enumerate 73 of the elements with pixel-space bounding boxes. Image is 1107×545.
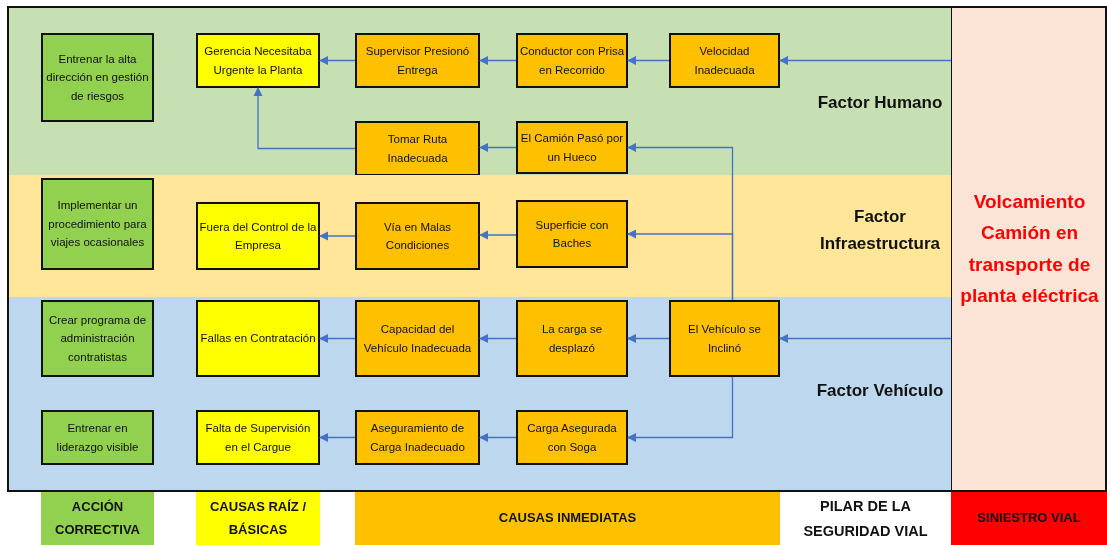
cause-box bbox=[196, 300, 320, 377]
factor-label: Factor Infraestructura bbox=[819, 206, 941, 256]
box-label: Aseguramiento de Carga Inadecuado bbox=[369, 421, 466, 455]
box-label: Capacidad del Vehículo Inadecuada bbox=[362, 322, 473, 356]
box-label: El Camión Pasó por un Hueco bbox=[519, 131, 625, 165]
cause-box bbox=[669, 33, 780, 88]
cause-box bbox=[196, 202, 320, 270]
cause-box bbox=[516, 410, 628, 465]
arrow bbox=[479, 432, 517, 443]
box-label: Gerencia Necesitaba Urgente la Planta bbox=[203, 44, 313, 78]
arrow bbox=[253, 87, 356, 150]
factor-label: Factor Vehículo bbox=[815, 380, 945, 402]
arrow bbox=[479, 55, 517, 66]
factor-label: Factor Humano bbox=[816, 92, 944, 114]
cause-box bbox=[516, 300, 628, 377]
column-header bbox=[355, 492, 780, 545]
column-header bbox=[951, 492, 1107, 545]
factor-band bbox=[8, 297, 951, 490]
box-label: Velocidad Inadecuada bbox=[693, 44, 756, 78]
box-label: Carga Asegurada con Soga bbox=[526, 421, 618, 455]
event-box bbox=[951, 7, 1107, 490]
cause-box bbox=[516, 121, 628, 174]
arrow bbox=[319, 333, 356, 344]
arrow bbox=[779, 55, 952, 66]
arrow bbox=[627, 376, 734, 443]
arrow bbox=[779, 333, 952, 344]
cause-box bbox=[41, 300, 154, 377]
box-label: Implementar un procedimiento para viajes ocasionales bbox=[47, 198, 148, 251]
header-label: SINIESTRO VIAL bbox=[977, 509, 1081, 528]
cause-box bbox=[196, 33, 320, 88]
arrow bbox=[319, 432, 356, 443]
cause-box bbox=[355, 121, 480, 176]
cause-box bbox=[41, 33, 154, 122]
cause-box bbox=[355, 410, 480, 465]
cause-box bbox=[516, 33, 628, 88]
header-label: CAUSAS RAÍZ / BÁSICAS bbox=[208, 498, 308, 539]
cause-box bbox=[41, 178, 154, 270]
column-header bbox=[196, 492, 320, 545]
box-label: Entrenar la alta dirección en gestión de riesgos bbox=[45, 51, 150, 104]
box-label: La carga se desplazó bbox=[540, 322, 604, 356]
arrow bbox=[479, 142, 517, 153]
box-label: Vía en Malas Condiciones bbox=[382, 219, 453, 253]
box-label: Fuera del Control de la Empresa bbox=[199, 219, 317, 253]
header-label: ACCIÓN CORRECTIVA bbox=[54, 498, 141, 539]
box-label: Supervisor Presionó Entrega bbox=[364, 44, 471, 78]
box-label: Entrenar en liderazgo visible bbox=[55, 421, 140, 455]
arrow bbox=[319, 55, 356, 66]
cause-box bbox=[41, 410, 154, 465]
arrow bbox=[627, 229, 734, 301]
box-label: Tomar Ruta Inadecuada bbox=[386, 132, 449, 166]
header-label: CAUSAS INMEDIATAS bbox=[498, 509, 637, 528]
column-header bbox=[41, 492, 154, 545]
box-label: Conductor con Prisa en Recorrido bbox=[519, 44, 625, 78]
box-label: Fallas en Contratación bbox=[200, 331, 316, 347]
arrow bbox=[627, 55, 670, 66]
box-label: El Vehículo se Inclinó bbox=[687, 322, 762, 356]
cause-box bbox=[516, 200, 628, 268]
arrow bbox=[319, 231, 356, 241]
cause-box bbox=[669, 300, 780, 377]
arrow bbox=[479, 230, 517, 240]
box-label: Crear programa de administración contratistas bbox=[47, 312, 148, 365]
arrow bbox=[479, 333, 517, 344]
cause-box bbox=[355, 202, 480, 270]
box-label: Falta de Supervisión en el Cargue bbox=[204, 421, 312, 455]
cause-box bbox=[355, 300, 480, 377]
cause-box bbox=[196, 410, 320, 465]
arrow bbox=[627, 333, 670, 344]
box-label: Superficie con Baches bbox=[534, 217, 610, 251]
event-label: Volcamiento Camión en transporte de planta eléctrica bbox=[959, 189, 1100, 308]
factor-band bbox=[8, 175, 951, 297]
header-label: PILAR DE LA SEGURIDAD VIAL bbox=[802, 496, 929, 541]
cause-box bbox=[355, 33, 480, 88]
factor-band bbox=[8, 7, 951, 175]
